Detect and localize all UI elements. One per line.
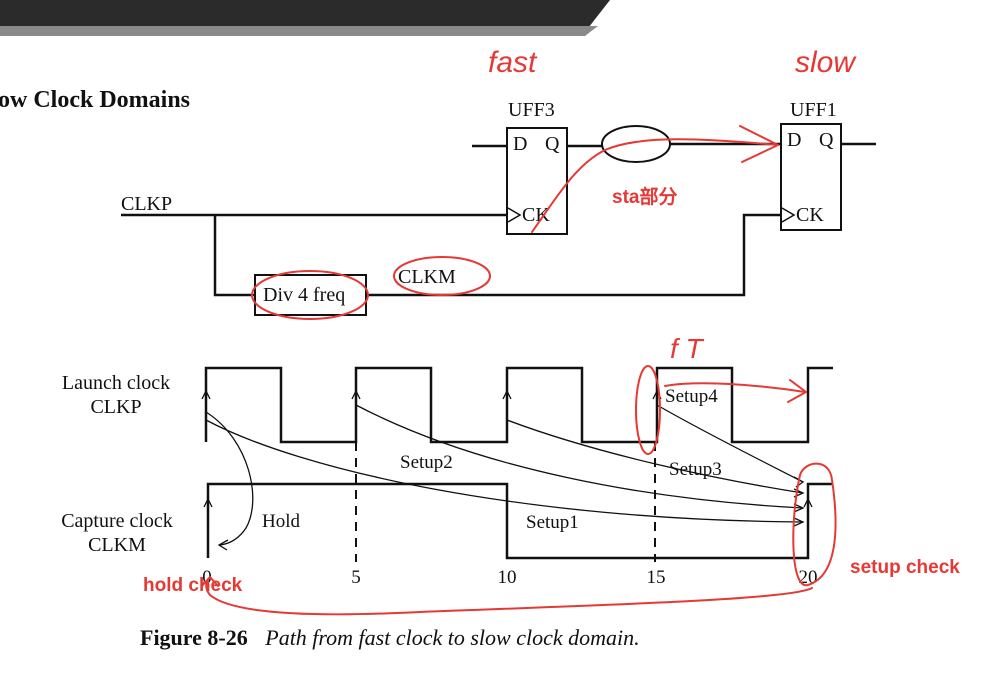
hold-check-annotation: hold check	[143, 575, 243, 596]
launch-clock-signal-label: CLKP	[90, 396, 141, 418]
uff1-q-pin: Q	[819, 129, 834, 151]
launch-clock-waveform	[204, 366, 833, 444]
hold-check-curve-head	[201, 576, 219, 587]
capture-clock-waveform	[206, 482, 833, 560]
clkp-branch-wire	[213, 215, 255, 297]
tick-15: 15	[647, 567, 666, 588]
figure-caption: Figure 8-26 Path from fast clock to slow…	[140, 625, 640, 650]
header-banner-shadow	[0, 26, 598, 36]
uff3-d-pin: D	[513, 133, 527, 155]
sta-path-scribble	[531, 138, 779, 233]
tick-5: 5	[351, 567, 361, 588]
header-banner	[0, 0, 610, 32]
uff1-d-pin: D	[787, 129, 801, 151]
setup3-label: Setup3	[669, 459, 722, 480]
setup4-label: Setup4	[665, 386, 718, 407]
setup2-label: Setup2	[400, 452, 453, 473]
caption-label: Figure 8-26	[140, 625, 248, 650]
uff1-clock-triangle	[781, 207, 796, 223]
uff3-label: UFF3	[508, 99, 555, 121]
capture-clock-label: Capture clock	[61, 510, 173, 532]
launch-clock-label: Launch clock	[62, 372, 170, 394]
combinational-logic-cloud	[601, 125, 671, 163]
setup2-arc	[355, 404, 804, 509]
handwritten-annotations: fast slow f T	[201, 46, 857, 616]
f-t-annotation: f T	[670, 333, 705, 364]
clkm-circle	[393, 256, 491, 296]
uff3-ck-pin: CK	[522, 204, 550, 226]
uff1-ck-pin: CK	[796, 204, 824, 226]
clkm-net-wire	[366, 213, 781, 297]
capture-clock-signal-label: CLKM	[88, 534, 146, 556]
timing-arcs	[205, 404, 805, 551]
tick-10: 10	[498, 567, 517, 588]
setup1-label: Setup1	[526, 512, 579, 533]
uff1-box	[780, 123, 842, 231]
hold-check-curve	[205, 577, 813, 616]
fast-annotation: fast	[488, 46, 538, 79]
tick-0: 0	[202, 567, 212, 588]
clkp-net-label: CLKP	[121, 193, 172, 215]
section-title: ow Clock Domains	[0, 87, 190, 113]
setup4-scribble-head	[787, 379, 807, 403]
edge-15-circle	[635, 365, 661, 455]
sta-path-arrowhead	[739, 125, 779, 163]
divider-circle	[251, 270, 369, 320]
uff1-label: UFF1	[790, 99, 837, 121]
clkm-net-label: CLKM	[398, 266, 456, 288]
sta-part-annotation: sta部分	[612, 185, 677, 208]
setup3-arc	[506, 419, 804, 494]
uff3-clock-triangle	[507, 207, 522, 223]
uff3-box	[506, 127, 568, 235]
uff3-q-pin: Q	[545, 133, 560, 155]
hold-label: Hold	[262, 511, 301, 532]
setup4-scribble	[664, 382, 806, 393]
setup-check-annotation: setup check	[850, 557, 960, 578]
edge-20-circle	[792, 462, 837, 587]
setup4-arc	[656, 404, 804, 483]
divider-label: Div 4 freq	[263, 284, 345, 306]
caption-text: Path from fast clock to slow clock domai…	[264, 625, 639, 650]
hold-arc	[205, 411, 254, 546]
slow-annotation: slow	[795, 46, 857, 79]
setup1-arc	[205, 419, 804, 523]
